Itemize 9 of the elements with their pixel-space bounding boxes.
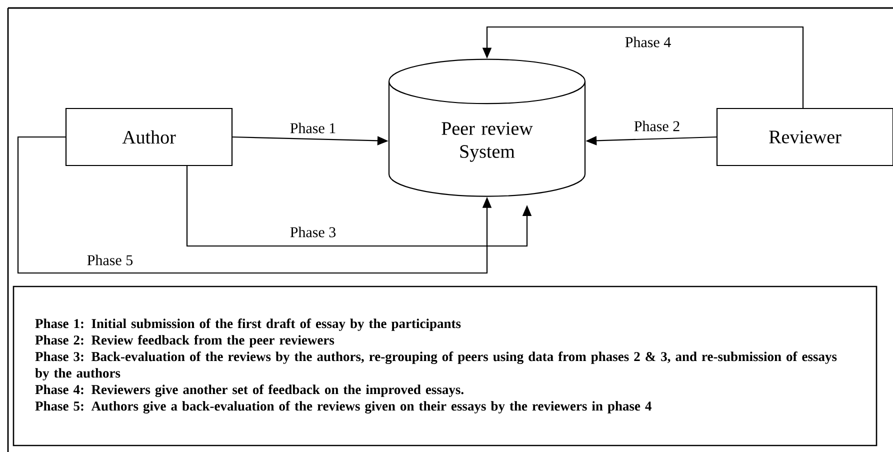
edge-label: Phase 4	[624, 36, 672, 48]
edge-label: Phase 2	[632, 120, 682, 132]
edge-label: Phase 3	[288, 226, 338, 238]
process-box: Author	[65, 108, 233, 166]
edge-label: Phase 1	[288, 122, 338, 134]
process-box: Reviewer	[716, 108, 893, 166]
edge-label: Phase 5	[86, 254, 134, 266]
database-cylinder: Peer review System	[388, 58, 586, 197]
legend-box: Phase 1: Initial submission of the first draft of essay by the participants Phase 2: Review feedback from the peer reviewers Phase 3: Back-evaluation of the reviews by the authors, re-grouping of peers using data from phases 2 & 3, and re-submission of essays by the authors Phase 4: Reviewers give another set of feedback on the improved essays. Phase 5: Authors give a back-evaluation of the reviews given on their essays by the reviewers in phase 4	[12, 286, 878, 446]
